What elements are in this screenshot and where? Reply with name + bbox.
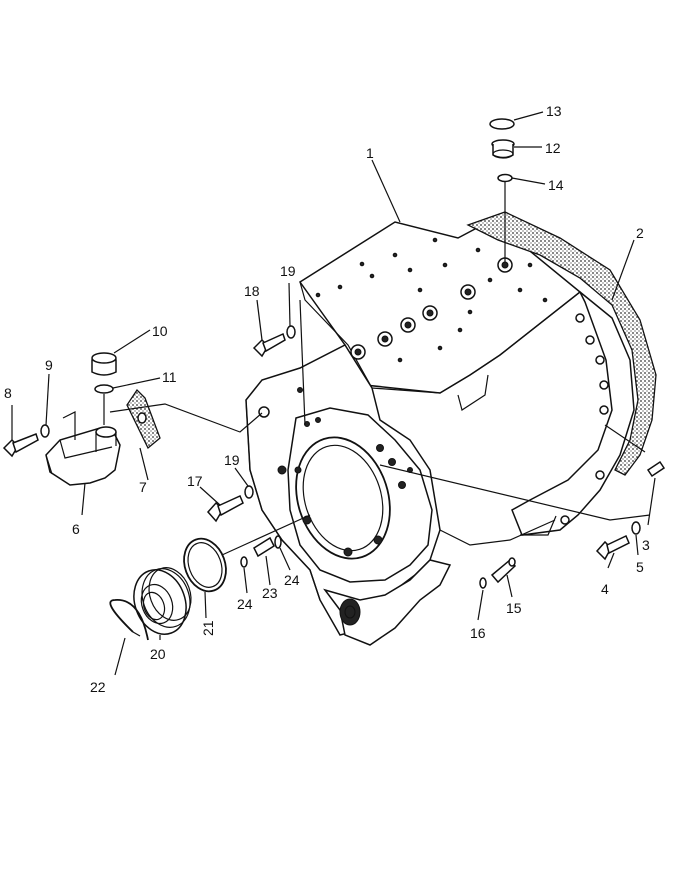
- o-ring-14: [497, 173, 513, 183]
- washer-5: [631, 521, 641, 535]
- callout-11: 11: [162, 369, 177, 385]
- callout-14: 14: [548, 177, 564, 193]
- top-plate-holes: [315, 237, 548, 363]
- gasket: [466, 211, 657, 476]
- elbow-block-6: [45, 426, 121, 486]
- o-ring-11: [94, 384, 114, 394]
- callout-24-right: 24: [284, 572, 300, 588]
- o-ring-13: [489, 118, 515, 130]
- callout-9: 9: [45, 357, 53, 373]
- callout-6: 6: [72, 521, 80, 537]
- bolt-17: [206, 495, 244, 523]
- washer-9: [40, 424, 50, 438]
- dowel-23: [253, 536, 275, 558]
- seal-ring-21: [183, 537, 227, 593]
- callout-13: 13: [546, 103, 562, 119]
- bolt-8: [2, 433, 39, 458]
- callout-24-left: 24: [237, 596, 253, 612]
- o-ring-24-left: [240, 556, 248, 568]
- callout-21: 21: [200, 620, 216, 636]
- callout-20: 20: [150, 646, 166, 662]
- callout-17: 17: [187, 473, 203, 489]
- washer-19-upper: [286, 325, 296, 339]
- snap-ring-22: [109, 599, 149, 641]
- plug-10: [91, 352, 117, 376]
- pin-15: [490, 557, 517, 584]
- callout-18: 18: [244, 283, 260, 299]
- o-ring-24-right: [274, 535, 282, 549]
- callout-labels: 1 2 3 4 5 6 7 8 9 10 11 12 13 14 15 16 1…: [4, 103, 650, 695]
- right-face-holes: [560, 313, 609, 525]
- callout-10: 10: [152, 323, 168, 339]
- callout-15: 15: [506, 600, 522, 616]
- callout-12: 12: [545, 140, 561, 156]
- dowel-3: [646, 460, 666, 478]
- callout-19-upper: 19: [280, 263, 296, 279]
- callout-22: 22: [90, 679, 106, 695]
- leader-lines: [11, 111, 656, 676]
- o-ring-16: [479, 577, 487, 589]
- callout-7: 7: [139, 479, 147, 495]
- bolt-18: [252, 332, 286, 358]
- callout-3: 3: [642, 537, 650, 553]
- callout-8: 8: [4, 385, 12, 401]
- callout-2: 2: [636, 225, 644, 241]
- bolt-4: [595, 534, 630, 561]
- gasket-plate-7: [126, 388, 161, 450]
- transmission-case: [245, 219, 635, 646]
- callout-16: 16: [470, 625, 486, 641]
- callout-4: 4: [601, 581, 609, 597]
- callout-5: 5: [636, 559, 644, 575]
- plug-12: [491, 139, 515, 159]
- callout-1: 1: [366, 145, 374, 161]
- callout-19-lower: 19: [224, 452, 240, 468]
- callout-23: 23: [262, 585, 278, 601]
- washer-19-lower: [244, 485, 254, 499]
